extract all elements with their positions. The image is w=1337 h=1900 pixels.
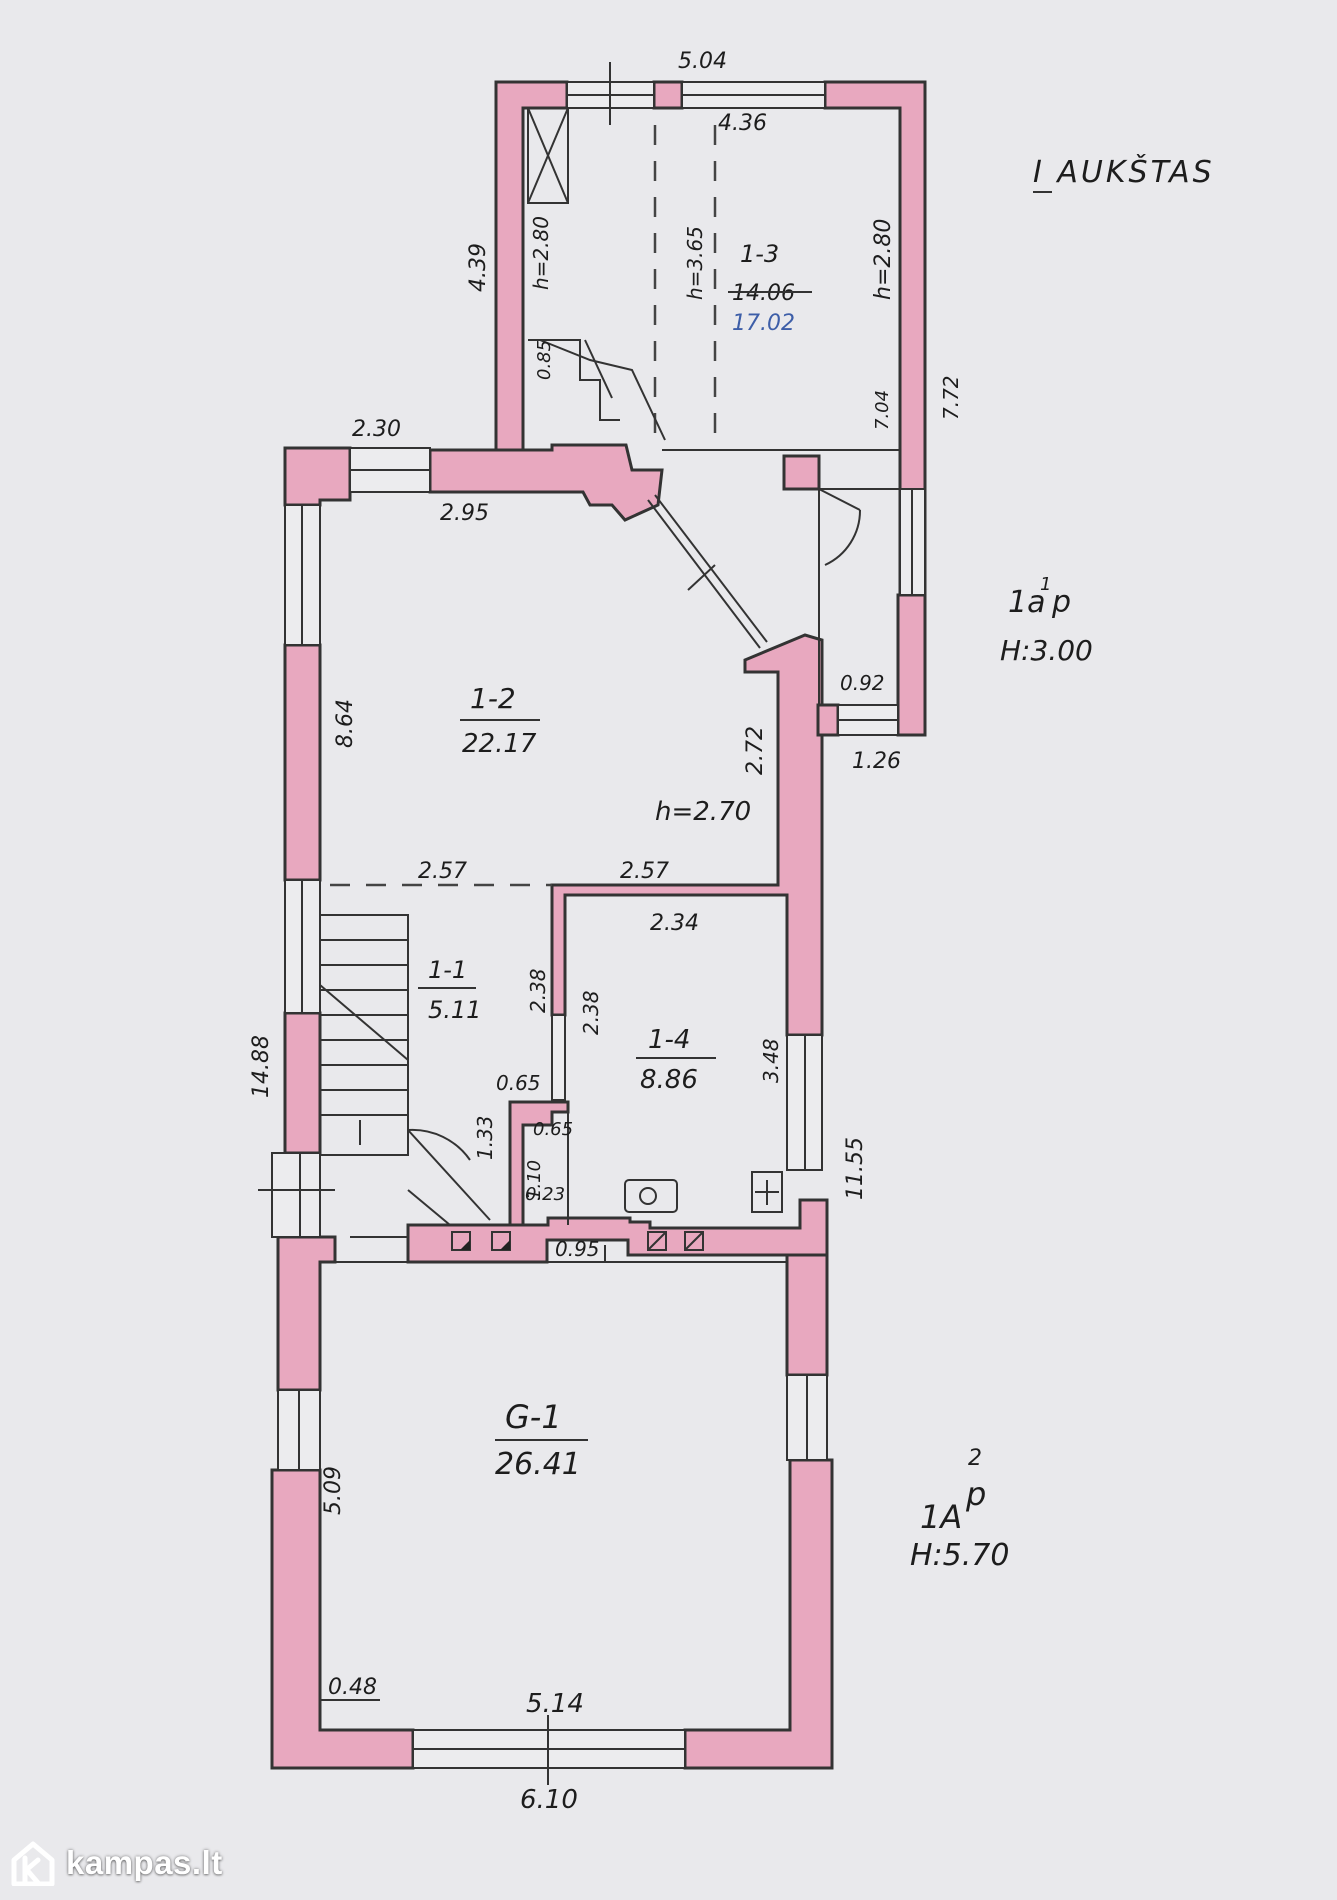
room-1-3-area-new: 17.02: [732, 311, 795, 336]
dim-g1-left: 5.09: [321, 1466, 346, 1515]
door-swing-vestibule: [818, 488, 862, 566]
dim-niche-b: 0.65: [533, 1119, 573, 1140]
wall-g1-top-left: [276, 1235, 337, 1392]
svg-text:1: 1: [1040, 574, 1051, 595]
svg-text:1a: 1a: [1008, 585, 1045, 620]
wall-vestibule-top: [782, 454, 821, 491]
labels: I AUKŠTAS 1-3 14.06 17.02 1-2 22.17 1-1 …: [249, 49, 1215, 1815]
room-g1-area: 26.41: [495, 1447, 581, 1482]
dim-top-width: 5.04: [678, 49, 727, 74]
room-1-4-code: 1-4: [648, 1025, 690, 1055]
wall-g1-right-bottom: [683, 1458, 834, 1770]
watermark-text: kampas.lt: [66, 1844, 223, 1881]
dim-left-upper: 4.39: [466, 243, 491, 292]
dim-top-inner: 4.36: [718, 111, 767, 136]
fireplace-box: [527, 107, 569, 204]
annex-2-height: H:5.70: [910, 1538, 1009, 1573]
house-icon: [10, 1840, 56, 1887]
height-1-2: h=2.70: [655, 797, 751, 827]
wall-1-2-top: [428, 443, 664, 522]
dim-1-1-right: 2.38: [526, 968, 550, 1013]
door-1-4-left: [551, 1014, 566, 1101]
wall-1-3-top-mid: [652, 80, 684, 110]
wall-1-2-right: [550, 633, 824, 1037]
dim-left-total: 14.88: [249, 1035, 274, 1098]
dim-small-023: 0.23: [525, 1184, 565, 1205]
dim-1-4-right: 3.48: [759, 1038, 783, 1083]
svg-text:2: 2: [968, 1446, 982, 1471]
dim-dash-left: 2.57: [418, 859, 467, 884]
annex-1-label: 1a 1 p H:3.00: [1000, 574, 1093, 667]
dim-vestibule-outer: 1.26: [852, 749, 901, 774]
wall-1-2-topleft: [283, 446, 352, 507]
svg-text:p: p: [1051, 585, 1071, 620]
svg-text:p: p: [965, 1475, 986, 1513]
dim-g1-corner: 0.48: [328, 1675, 377, 1700]
dim-1-2-right: 2.72: [743, 726, 768, 775]
dim-niche-a: 0.65: [496, 1071, 541, 1095]
dim-dash-right: 2.57: [620, 859, 669, 884]
dim-right-upper: 7.72: [939, 375, 963, 420]
wall-g1-right-upper: [785, 1253, 829, 1377]
walls: [270, 80, 927, 1770]
svg-text:1A: 1A: [920, 1498, 962, 1536]
floor-title: I AUKŠTAS: [1033, 153, 1215, 190]
wall-1-2-left-lower: [283, 1011, 322, 1155]
wall-1-2-left-upper: [283, 643, 322, 882]
watermark-logo: kampas.lt: [10, 1838, 223, 1888]
dim-1-4-top: 2.34: [650, 911, 699, 936]
dim-1-4-left: 2.38: [579, 990, 603, 1035]
height-1-3-right: h=2.80: [871, 219, 896, 300]
room-1-2-code: 1-2: [470, 682, 516, 715]
wall-vestibule-right: [896, 593, 927, 737]
wall-partition: [406, 1198, 829, 1264]
height-1-3-left: h=2.80: [529, 216, 553, 290]
sink-fixture: [624, 1179, 678, 1213]
dim-entry-window: 2.30: [352, 417, 401, 442]
room-1-3-area-old: 14.06: [732, 281, 795, 306]
chimneys: [451, 1231, 704, 1251]
annex-1-height: H:3.00: [1000, 634, 1093, 667]
room-1-1-area: 5.11: [428, 996, 481, 1024]
room-1-4-area: 8.86: [640, 1065, 698, 1095]
room-1-3-code: 1-3: [740, 240, 779, 268]
dim-small-110: 1.10: [524, 1160, 545, 1200]
room-g1-code: G-1: [505, 1398, 562, 1436]
dim-right-total: 11.55: [843, 1137, 868, 1200]
room-1-2-area: 22.17: [462, 729, 537, 759]
interior-lines: [258, 107, 900, 1785]
dim-left-height: 8.64: [333, 699, 358, 748]
wall-vestibule-bottom: [816, 703, 840, 737]
dim-g1-outer: 6.10: [520, 1785, 578, 1815]
dim-stair-side: 1.33: [473, 1115, 497, 1160]
stair-1-3: [528, 339, 620, 421]
window-entrance-left: [271, 1152, 321, 1238]
annex-2-label: 1A 2 p H:5.70: [910, 1446, 1009, 1573]
dim-right-inner-upper: 7.04: [872, 390, 893, 430]
boiler-fixture: [751, 1171, 783, 1213]
dim-stair-small: 0.85: [534, 340, 555, 380]
dim-left-wall: 2.95: [440, 501, 489, 526]
dim-g1-inner: 5.14: [526, 1689, 584, 1719]
height-1-3-mid: h=3.65: [683, 226, 707, 300]
room-1-1-code: 1-1: [428, 956, 467, 984]
dim-vestibule-width: 0.92: [840, 671, 885, 695]
dim-chimney-gap: 0.95: [555, 1237, 600, 1261]
